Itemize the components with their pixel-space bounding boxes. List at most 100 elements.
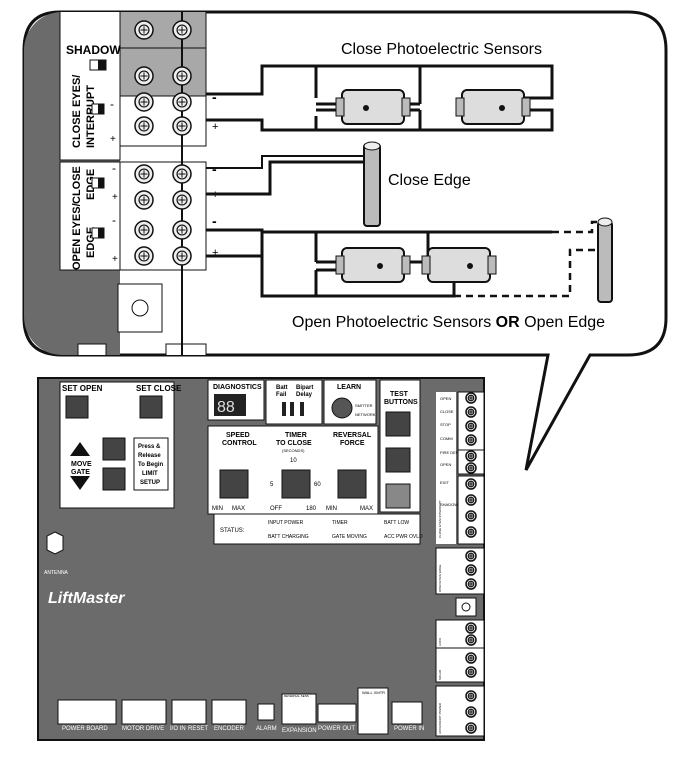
close-edge-label-1: CLOSE [71, 166, 83, 204]
close-edge-switch[interactable] [98, 178, 104, 188]
diagnostics-display: 88 [217, 399, 235, 416]
set-open-label: SET OPEN [62, 384, 103, 393]
mount-hole-icon [131, 299, 149, 317]
terminal-screw-icon [465, 526, 477, 538]
terminal-screw-icon [465, 634, 477, 646]
timer-to-close-dial[interactable] [281, 469, 311, 499]
ttc-60: 60 [314, 482, 321, 488]
speed-min: MIN [212, 506, 223, 512]
terminal-screw-icon [465, 494, 477, 506]
move-down-arrow-icon[interactable] [70, 476, 90, 490]
term-close-eyes: CLOSE EYES/ INTERRUPT [438, 500, 442, 538]
speed-label-2: CONTROL [222, 440, 257, 447]
bipart-1: Bipart [296, 385, 313, 391]
terminal-screw-icon [134, 20, 154, 40]
network-label: NETWORK [355, 412, 376, 417]
wall-xmtr-label: WALL XMTR [362, 690, 385, 695]
bubble-terminal-screws [134, 20, 192, 266]
learn-button[interactable] [331, 397, 353, 419]
terminal-screw-icon [465, 652, 477, 664]
rev-max: MAX [360, 506, 373, 512]
io-in-label: I/O IN [170, 726, 186, 732]
callout-bubble: SHADOW CLOSE EYES/ INTERRUPT - + CLOSE E… [22, 10, 668, 471]
antenna-label: ANTENNA [44, 570, 69, 576]
test-close-button[interactable] [385, 447, 411, 473]
antenna-connector-icon [46, 531, 64, 555]
terminal-screw-icon [134, 92, 154, 112]
press-line-1: Press & [138, 444, 161, 450]
wiring [206, 64, 554, 298]
set-close-label: SET CLOSE [136, 384, 182, 393]
term-solar: SOLAR [438, 669, 442, 680]
close-eyes-minus: - [110, 97, 114, 111]
terminal-screw-icon [172, 164, 192, 184]
reversal-label-1: REVERSAL [333, 432, 372, 439]
batt-fail-2: Fail [276, 392, 287, 398]
status-label: STATUS: [220, 528, 245, 534]
bipart-switch[interactable] [300, 402, 304, 416]
terminal-screw-icon [465, 462, 477, 474]
batt-fail-1: Batt [276, 385, 288, 391]
terminal-screw-icon [134, 220, 154, 240]
press-line-4: LIMIT [142, 471, 158, 477]
terminal-screw-icon [172, 92, 192, 112]
test-stop-button[interactable] [385, 483, 411, 509]
terminal-screw-icon [465, 392, 477, 404]
press-line-2: Release [138, 453, 161, 459]
move-gate-button-bottom[interactable] [102, 467, 126, 491]
test-open-button[interactable] [385, 411, 411, 437]
press-line-5: SETUP [140, 480, 160, 486]
ttc-label-1: TIMER [285, 432, 307, 439]
reversal-sens-label: REVERSAL SENS [284, 694, 309, 698]
term-close-edge-open-eyes: OPEN EYES/ EDGE [438, 564, 442, 592]
wire-close-eyes-plus: + [212, 121, 218, 133]
open-photo-sensor-left [335, 247, 411, 283]
close-eyes-label-1: CLOSE EYES/ [71, 75, 83, 148]
smitter-label: SMITTER [355, 403, 373, 408]
shadow-switch[interactable] [98, 60, 106, 70]
term-open2: OPEN [440, 462, 451, 467]
move-gate-button-top[interactable] [102, 437, 126, 461]
speed-max: MAX [232, 506, 245, 512]
diagnostics-label: DIAGNOSTICS [213, 384, 262, 391]
rev-min: MIN [326, 506, 337, 512]
open-sensors-label: Open Photoelectric Sensors OR Open Edge [292, 314, 605, 331]
close-edge-label-2: EDGE [85, 169, 97, 200]
terminal-screw-icon [172, 190, 192, 210]
term-comm: COMM [440, 436, 453, 441]
reversal-force-dial[interactable] [337, 469, 367, 499]
open-eyes-plus: + [112, 254, 118, 265]
move-up-arrow-icon[interactable] [70, 442, 90, 456]
close-photo-sensors-label: Close Photoelectric Sensors [341, 41, 542, 58]
term-stop: STOP [440, 422, 451, 427]
learn-label: LEARN [337, 384, 361, 391]
brand-logo: LiftMaster [48, 590, 125, 607]
terminal-screw-icon [465, 690, 477, 702]
terminal-screw-icon [172, 220, 192, 240]
set-open-button[interactable] [65, 395, 89, 419]
move-gate-label-1: MOVE [71, 461, 92, 468]
ttc-10: 10 [290, 458, 297, 464]
close-edge-plus: + [112, 192, 118, 203]
limit-setup-box [133, 437, 169, 491]
wire-close-eyes-minus: - [212, 89, 217, 105]
terminal-screw-icon [465, 666, 477, 678]
terminal-screw-icon [172, 116, 192, 136]
close-photo-sensor-right [455, 89, 531, 125]
set-close-button[interactable] [139, 395, 163, 419]
term-close: CLOSE [440, 409, 454, 414]
close-eyes-label-2: INTERRUPT [85, 85, 97, 148]
control-board: SET OPEN SET CLOSE MOVE GATE Press & Rel… [37, 377, 485, 741]
terminal-screw-icon [465, 722, 477, 734]
open-eyes-switch[interactable] [98, 228, 104, 238]
speed-control-dial[interactable] [219, 469, 249, 499]
batt-fail-switch[interactable] [282, 402, 286, 416]
close-eyes-switch[interactable] [98, 104, 104, 114]
status-input-power: INPUT POWER [268, 520, 304, 526]
terminal-screw-icon [172, 246, 192, 266]
terminal-screw-icon [134, 246, 154, 266]
right-terminal-strip: OPEN CLOSE STOP COMM FIRE DEPT OPEN EXIT… [435, 391, 485, 737]
motor-drive-label: MOTOR DRIVE [122, 726, 164, 732]
